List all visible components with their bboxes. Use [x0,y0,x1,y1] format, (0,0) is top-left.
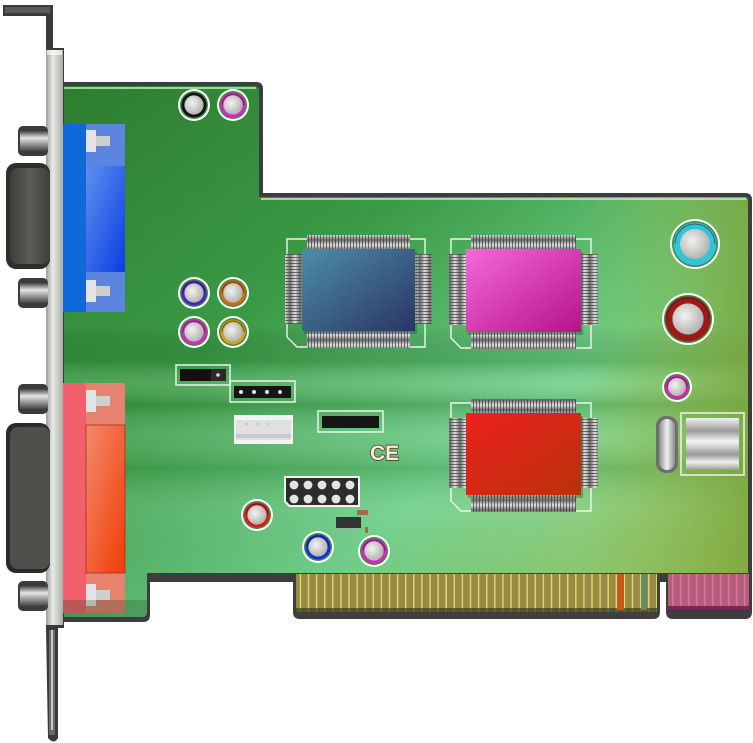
chip-body [466,249,581,332]
header-pin [317,494,327,504]
header-pin [331,494,341,504]
controller-chip [449,399,598,512]
audio-codec-chip [285,235,432,348]
jumper-2pin [175,364,231,386]
cap-darkred [662,293,714,345]
cap-yellow [217,316,249,348]
header-pin [317,480,327,490]
pink-fingers [668,574,749,610]
cap-blue [302,531,334,563]
aux-connector [680,412,745,476]
header-pin [345,480,355,490]
chip-pins-bottom [471,332,576,349]
cap-red [241,499,273,531]
voltage-regulator [336,510,368,534]
cap-orange [217,277,249,309]
header-pin [303,494,313,504]
chip-pins-left [449,418,466,488]
cap-black [178,89,210,121]
chip-pins-right [581,418,598,488]
game-port-red-connector [6,383,147,617]
header-4pin-right [317,410,384,433]
chip-pins-right [415,254,432,324]
chip-body [302,249,415,331]
metal-bracket [3,5,64,742]
pcb-right-tint [63,86,748,617]
chip-pins-bottom [471,495,576,512]
cap-purple [178,277,210,309]
pci-edge-connector [293,574,752,619]
cap-cyan [670,219,720,269]
header-pin [289,494,299,504]
chip-pins-left [285,254,302,324]
cd-audio-connector [234,415,293,444]
dsp-chip [449,235,598,349]
chip-pins-right [581,254,598,325]
header-2x5-pin [284,476,360,507]
chip-pins-top [471,235,576,249]
header-pin [303,480,313,490]
chip-pins-top [471,399,576,413]
chip-pins-bottom [307,331,410,348]
cap-magenta-right [662,372,692,402]
chip-body [466,413,581,495]
key-finger-gray [641,574,647,610]
header-pin [345,494,355,504]
vga-blue-connector [6,124,125,312]
ce-mark: CE [370,442,399,465]
chip-pins-left [449,254,466,325]
cap-magenta-mid [178,316,210,348]
header-pin [331,480,341,490]
cap-magenta-bottom [358,535,390,567]
key-finger-orange [617,574,624,610]
gold-fingers [296,574,657,612]
crystal-oscillator [656,416,678,473]
header-pin [289,480,299,490]
cap-magenta-top [217,89,249,121]
chip-pins-top [307,235,410,249]
